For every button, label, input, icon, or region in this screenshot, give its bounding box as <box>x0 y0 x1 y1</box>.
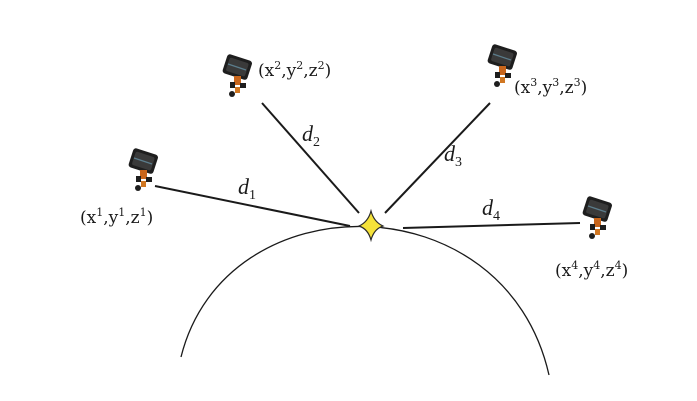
distance-label-d4: d4 <box>482 195 500 224</box>
distance-line-d3 <box>384 102 491 214</box>
satellite-icon <box>581 194 614 240</box>
distance-line-d1 <box>154 185 351 227</box>
coord-label-sat4: (x4,y4,z4) <box>555 259 628 281</box>
satellite-icon <box>221 52 254 98</box>
earth-surface-arc <box>180 225 550 376</box>
distance-label-d2: d2 <box>302 121 320 150</box>
coord-label-sat2: (x2,y2,z2) <box>258 59 331 81</box>
coord-label-sat3: (x3,y3,z3) <box>514 76 587 98</box>
distance-line-d4 <box>402 222 581 229</box>
distance-label-d1: d1 <box>238 174 256 203</box>
distance-line-d2 <box>261 102 360 214</box>
star-icon <box>357 208 385 243</box>
distance-label-d3: d3 <box>444 141 462 170</box>
coord-label-sat1: (x1,y1,z1) <box>80 206 153 228</box>
satellite-icon <box>127 146 160 192</box>
